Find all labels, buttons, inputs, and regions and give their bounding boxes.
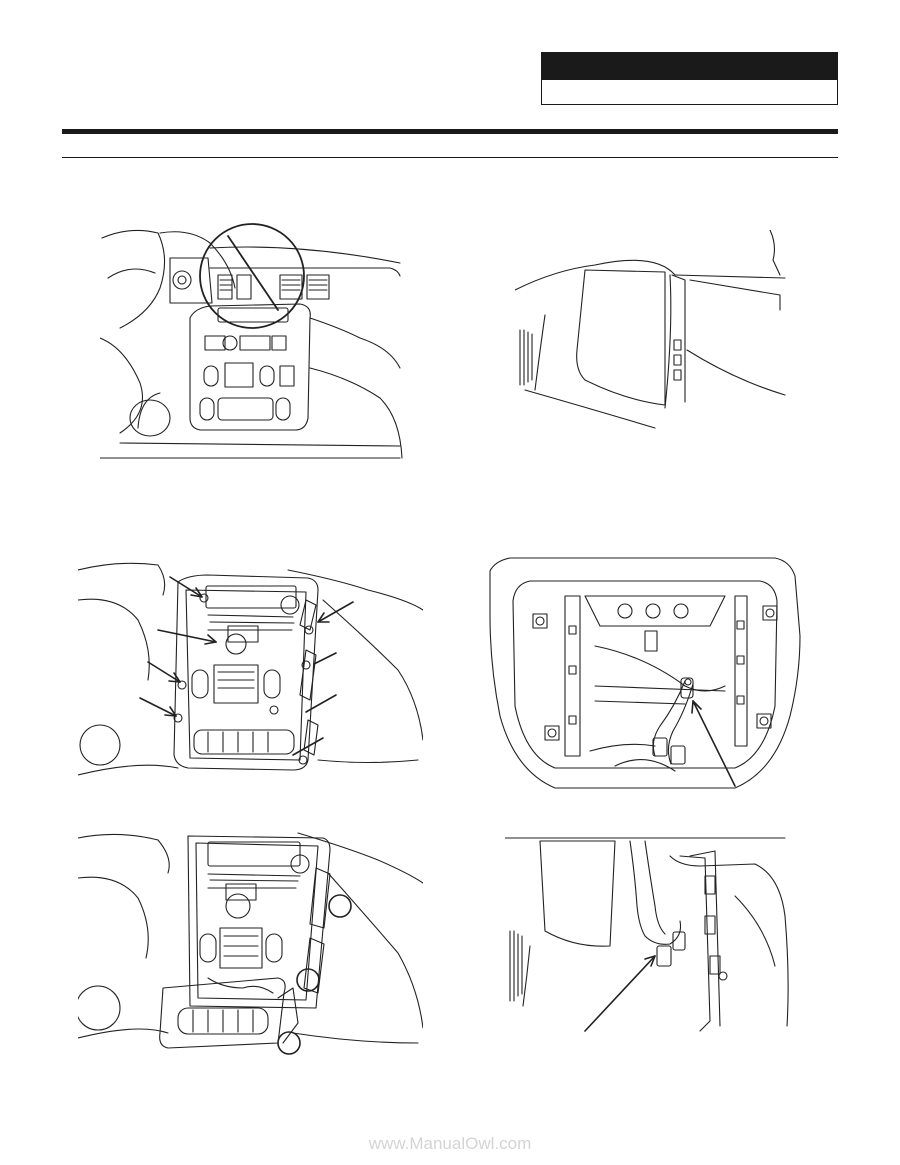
- footer-watermark: www.ManualOwl.com: [368, 1134, 532, 1153]
- header-subtitle-box: [541, 79, 838, 105]
- dash-vent-circle-figure: [100, 218, 405, 463]
- side-panel-figure: [515, 230, 795, 430]
- bezel-removal-figure: [78, 828, 423, 1063]
- header-rule-thick: [62, 129, 838, 134]
- header-title-box: [541, 52, 838, 79]
- header-rule-thin: [62, 157, 838, 158]
- radio-bezel-screws-figure: [78, 560, 423, 785]
- bezel-cavity-connector-figure: [485, 556, 805, 796]
- harness-connector-figure: [505, 836, 795, 1036]
